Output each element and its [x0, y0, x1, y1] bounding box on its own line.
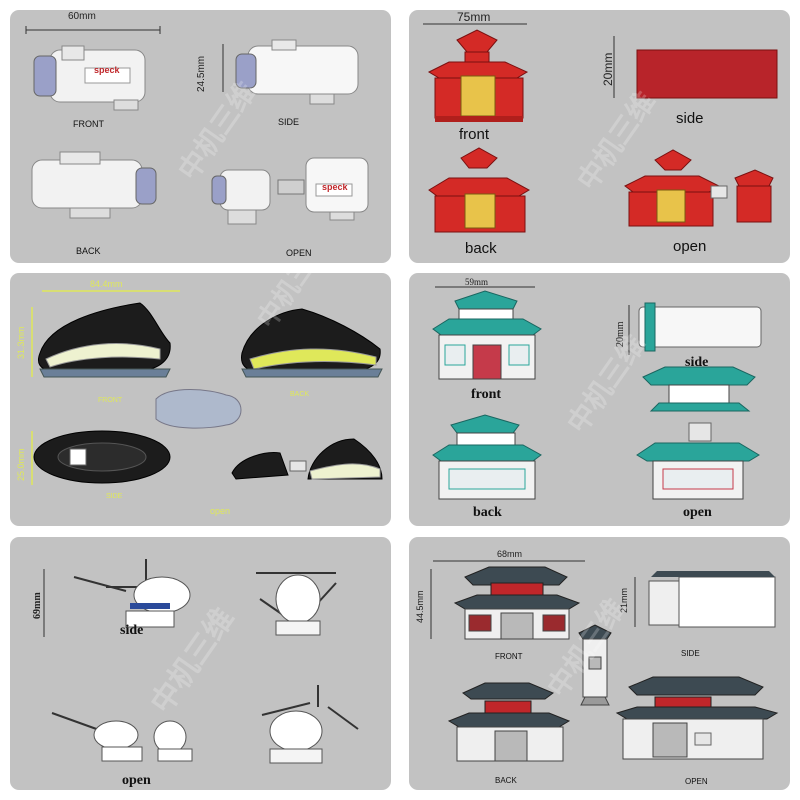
pavilion-open-image — [624, 149, 774, 227]
pavilion-back-image — [428, 147, 531, 233]
sneaker-open-image — [231, 438, 383, 480]
sneaker-depth-dimension: 25.0mm — [16, 448, 26, 481]
gate-label-back: BACK — [495, 776, 517, 785]
sneaker-label-front: FRONT — [98, 397, 123, 404]
gate-label-front: FRONT — [495, 652, 523, 661]
motor-width-dimension: 60mm — [68, 11, 96, 22]
gate-side-image — [648, 571, 776, 628]
teal-building-illustrations — [432, 286, 762, 500]
motor-front-image — [33, 45, 146, 111]
motor-back-image — [31, 151, 157, 219]
panel-motor: 60mm 24.5mm speck speck FRONT SIDE BACK … — [10, 10, 391, 263]
gate-label-side: SIDE — [681, 649, 700, 658]
teal-label-back: back — [473, 505, 502, 520]
panel-gate: 68mm 44.5mm 21mm FRONT SIDE BACK OPEN 中机… — [409, 537, 790, 790]
sneaker-illustrations — [31, 290, 383, 485]
helicopter-top-image — [256, 572, 337, 636]
sneaker-width-dimension: 84.4mm — [90, 279, 123, 289]
helicopter-front-image — [261, 685, 359, 764]
sneaker-label-side: SIDE — [106, 493, 123, 500]
gate-width-dimension: 68mm — [497, 549, 523, 559]
teal-front-image — [432, 290, 542, 380]
teal-height-dimension: 20mm — [615, 321, 626, 347]
motor-label-front: FRONT — [73, 119, 104, 129]
motor-label-side: SIDE — [278, 117, 300, 127]
panel-sneaker: 84.4mm 31.3mm 25.0mm FRONT BACK SIDE ope… — [10, 273, 391, 526]
gate-label-open: OPEN — [685, 777, 708, 786]
teal-back-image — [432, 414, 542, 500]
pavilion-label-side: side — [676, 110, 704, 127]
teal-side-image — [638, 306, 762, 348]
panel-helicopter: 69mm side open 中机三维 — [10, 537, 391, 790]
motor-side-image — [235, 39, 359, 105]
sneaker-front-image — [37, 302, 171, 378]
gate-illustrations — [430, 560, 779, 762]
panel-red-pavilion: 75mm 20mm front side back open 中机三维 — [409, 10, 790, 263]
pavilion-illustrations — [423, 23, 778, 233]
sneaker-side-image — [33, 430, 171, 484]
sneaker-back-image — [241, 308, 383, 378]
motor-open-brand-text: speck — [322, 182, 348, 192]
gate-open-image — [615, 676, 779, 760]
teal-roof-image — [642, 366, 756, 412]
motor-label-open: OPEN — [286, 248, 312, 258]
pavilion-front-image — [427, 29, 529, 122]
sneaker-label-open: open — [210, 506, 231, 516]
teal-width-dimension: 59mm — [465, 277, 489, 287]
helicopter-open-image — [51, 712, 193, 762]
pavilion-label-front: front — [459, 126, 490, 143]
motor-label-back: BACK — [76, 246, 101, 256]
gate-tower-image — [578, 624, 612, 706]
helicopter-illustrations — [43, 559, 359, 764]
pavilion-label-back: back — [465, 240, 497, 257]
sneaker-label-back: BACK — [290, 391, 310, 398]
helicopter-side-image — [73, 559, 191, 628]
gate-side-dimension: 21mm — [619, 587, 629, 613]
helicopter-label-open: open — [122, 773, 151, 788]
motor-illustrations — [25, 26, 369, 225]
sneaker-height-dimension: 31.3mm — [16, 326, 26, 359]
gate-front-image — [453, 566, 581, 640]
motor-height-dimension: 24.5mm — [196, 55, 207, 92]
teal-label-side: side — [685, 355, 709, 370]
teal-label-front: front — [471, 387, 502, 402]
pavilion-label-open: open — [673, 238, 707, 255]
motor-open-image — [211, 157, 369, 225]
sneaker-insole-image — [155, 389, 242, 429]
pavilion-width-dimension: 75mm — [457, 10, 491, 24]
pavilion-side-image — [636, 49, 778, 99]
teal-open-image — [636, 422, 760, 500]
motor-brand-text: speck — [94, 65, 120, 75]
teal-label-open: open — [683, 505, 712, 520]
helicopter-height-dimension: 69mm — [32, 592, 43, 619]
gate-height-dimension: 44.5mm — [415, 590, 425, 623]
helicopter-label-side: side — [120, 623, 144, 638]
panel-teal-building: 59mm 20mm front side back open 中机三维 — [409, 273, 790, 526]
gate-back-image — [447, 682, 571, 762]
pavilion-height-dimension: 20mm — [601, 52, 615, 86]
